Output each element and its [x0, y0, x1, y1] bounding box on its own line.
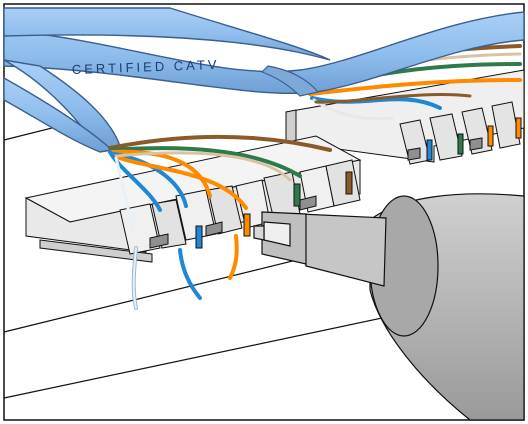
catv-cable: CERTIFIED CATV — [3, 7, 525, 153]
punchdown-tool — [253, 193, 525, 421]
front-tab-orange — [243, 213, 251, 237]
front-tab-blue — [195, 225, 203, 249]
cable-print-label: CERTIFIED CATV — [72, 57, 220, 77]
rear-tab-orange — [487, 125, 494, 147]
rear-tab-blue — [426, 139, 433, 161]
front-wires — [108, 134, 332, 310]
front-tab-brown — [345, 171, 353, 195]
rear-tab-orange-2 — [515, 117, 522, 139]
rear-punchdown-block — [285, 69, 525, 165]
rear-tab-green — [457, 133, 464, 155]
front-tab-green — [293, 183, 301, 207]
